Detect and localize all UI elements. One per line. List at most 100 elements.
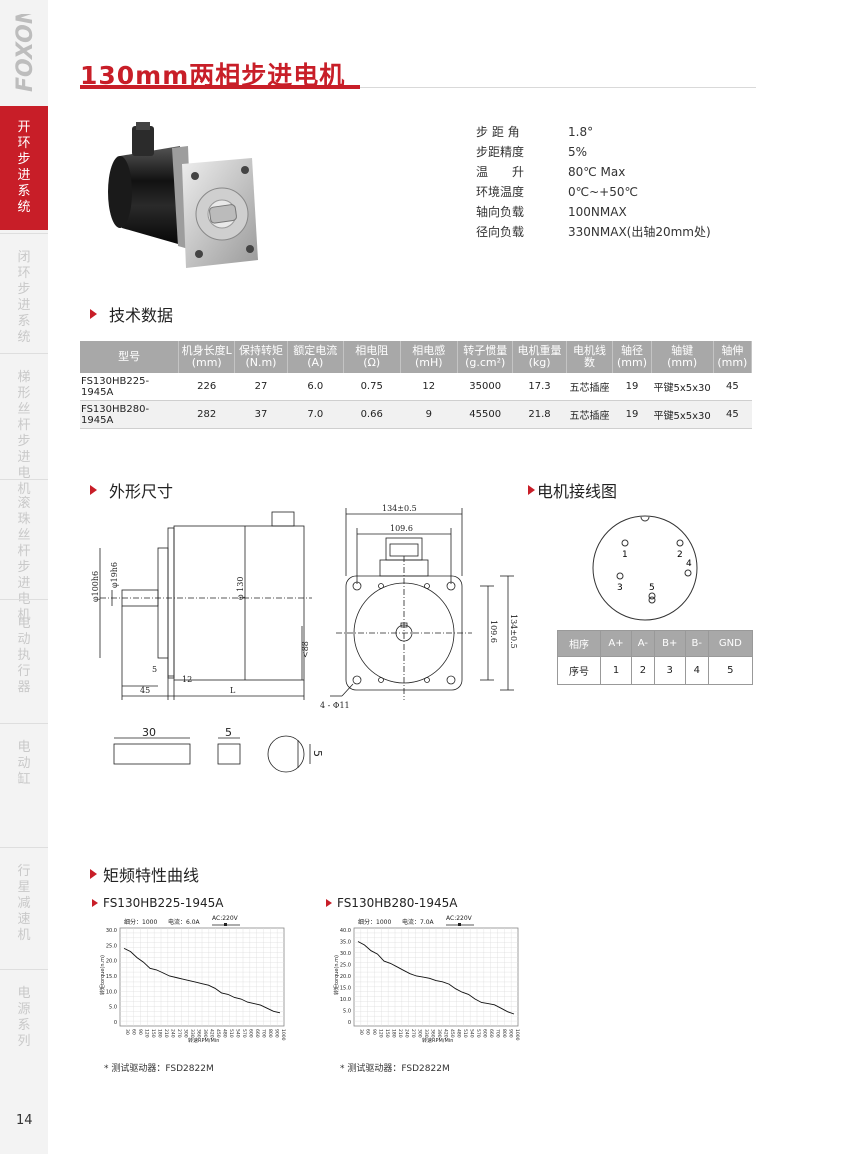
dim-holes-label: 4 - Φ11 bbox=[320, 701, 350, 710]
header-line: (g.cm²) bbox=[465, 356, 506, 369]
spec-key: 环境温度 bbox=[476, 185, 525, 199]
y-tick-label: 15.0 bbox=[340, 986, 351, 992]
pin-number: 1 bbox=[622, 550, 628, 560]
y-tick-label: 30.0 bbox=[106, 928, 117, 934]
pin-hole bbox=[648, 596, 656, 604]
spec-value: 0℃~+50℃ bbox=[568, 185, 638, 199]
pin-table-cell: 4 bbox=[684, 656, 709, 685]
header-line: (mm) bbox=[667, 356, 698, 369]
x-tick-label: 210 bbox=[163, 1029, 169, 1038]
y-tick-label: 20.0 bbox=[340, 974, 351, 980]
x-tick-label: 390 bbox=[202, 1029, 208, 1038]
header-line: (mm) bbox=[616, 356, 647, 369]
header-line: (mm) bbox=[717, 356, 748, 369]
sidebar-item-4[interactable]: 电动执行器 bbox=[0, 602, 48, 720]
table-header-cell: 轴径(mm) bbox=[612, 341, 652, 373]
header-line: (A) bbox=[307, 356, 324, 369]
test-driver-note-2: * 测试驱动器：FSD2822M bbox=[340, 1064, 450, 1074]
table-cell: 35000 bbox=[457, 373, 513, 401]
table-cell: 17.3 bbox=[512, 373, 567, 401]
spec-value: 1.8° bbox=[568, 125, 594, 139]
note-text: 测试驱动器：FSD2822M bbox=[111, 1064, 214, 1074]
spec-row: 温 升 80℃ Max bbox=[476, 162, 711, 182]
spec-key: 径向负载 bbox=[476, 225, 525, 239]
x-tick-label: 330 bbox=[189, 1029, 195, 1038]
pin-table-cell: 2 bbox=[631, 656, 655, 685]
section-wiring: 电机接线图 bbox=[528, 478, 617, 502]
pin-table-cell: A- bbox=[631, 630, 655, 657]
brand-text: FOXON bbox=[13, 14, 38, 92]
section-torque: 矩频特性曲线 bbox=[90, 862, 199, 886]
y-tick-label: 5.0 bbox=[109, 1005, 117, 1011]
x-tick-label: 390 bbox=[436, 1029, 442, 1038]
header-line: 型号 bbox=[118, 350, 141, 363]
header-line: (N.m) bbox=[245, 356, 277, 369]
table-cell: 平键5x5x30 bbox=[651, 373, 714, 401]
triangle-bullet-icon bbox=[90, 869, 97, 879]
table-cell: FS130HB280-1945A bbox=[80, 400, 179, 429]
sidebar-item-5[interactable]: 电动缸 bbox=[0, 726, 48, 844]
section-tech-data: 技术数据 bbox=[90, 302, 173, 326]
pin-table-cell: GND bbox=[707, 630, 754, 657]
chart-1-title: FS130HB225-1945A bbox=[103, 896, 224, 910]
table-cell: 7.0 bbox=[287, 400, 344, 429]
chart-legend-label: AC:220V bbox=[212, 915, 239, 922]
table-header-cell: 电机线数 bbox=[566, 341, 614, 373]
pin-table-cell: 5 bbox=[707, 656, 754, 685]
table-cell: 9 bbox=[400, 400, 458, 429]
table-header-cell: 轴伸(mm) bbox=[713, 341, 753, 373]
pin-hole bbox=[648, 592, 656, 600]
sidebar-item-label: 电动执行器 bbox=[17, 616, 31, 695]
pin-hole bbox=[684, 569, 692, 577]
spec-key: 温 升 bbox=[476, 165, 525, 179]
y-tick-label: 10.0 bbox=[106, 989, 117, 995]
table-cell: 21.8 bbox=[512, 400, 567, 429]
triangle-bullet-icon bbox=[90, 485, 97, 495]
sidebar-item-7[interactable]: 电源系列 bbox=[0, 972, 48, 1090]
table-header-cell: 保持转矩(N.m) bbox=[234, 341, 288, 373]
header-line: 电机线数 bbox=[573, 344, 606, 369]
table-header-cell: 转子惯量(g.cm²) bbox=[457, 341, 514, 373]
foxon-logo: FOXON bbox=[13, 14, 38, 92]
dim-width-134-label: 134±0.5 bbox=[382, 504, 417, 513]
x-tick-label: 300 bbox=[417, 1029, 423, 1038]
x-tick-label: 480 bbox=[222, 1029, 228, 1038]
pin-hole bbox=[621, 539, 629, 547]
pin-table-cell: A+ bbox=[599, 630, 633, 657]
dim-height-1096-label: 109.6 bbox=[489, 620, 498, 643]
table-cell: 282 bbox=[178, 400, 235, 429]
test-driver-note-1: * 测试驱动器：FSD2822M bbox=[104, 1064, 214, 1074]
key-depth-label: 5 bbox=[311, 750, 324, 757]
sidebar-item-2[interactable]: 梯形丝杆步进电机 bbox=[0, 356, 48, 497]
pin-number: 4 bbox=[686, 559, 692, 569]
table-cell: 五芯插座 bbox=[566, 400, 613, 429]
header-line: 轴键 bbox=[671, 344, 694, 357]
spec-key: 轴向负载 bbox=[476, 205, 525, 219]
sidebar-item-3[interactable]: 滚珠丝杆步进电机 bbox=[0, 482, 48, 623]
sidebar-item-0[interactable]: 开环步进系统 bbox=[0, 106, 48, 230]
dim-height-134-label: 134±0.5 bbox=[509, 614, 518, 649]
sidebar-item-label: 行星减速机 bbox=[17, 864, 31, 943]
spec-key: 步距精度 bbox=[476, 145, 525, 159]
x-tick-label: 570 bbox=[241, 1029, 247, 1038]
torque-series-line bbox=[123, 947, 281, 1014]
key-width-label: 5 bbox=[225, 726, 232, 739]
pin-table-cell: B+ bbox=[653, 630, 686, 657]
spec-value: 80℃ Max bbox=[568, 165, 626, 179]
sidebar-item-1[interactable]: 闭环步进系统 bbox=[0, 236, 48, 350]
x-tick-label: 210 bbox=[397, 1029, 403, 1038]
x-tick-label: 1000 bbox=[514, 1029, 520, 1041]
triangle-bullet-icon bbox=[326, 899, 332, 907]
pin-table-head: 序号 bbox=[557, 656, 601, 685]
table-cell: FS130HB225-1945A bbox=[80, 373, 179, 401]
y-tick-label: 0 bbox=[114, 1020, 117, 1026]
table-cell: 27 bbox=[234, 373, 288, 401]
header-line: 保持转矩 bbox=[238, 344, 283, 357]
key-length-label: 30 bbox=[142, 726, 156, 739]
section-dimension-title: 外形尺寸 bbox=[109, 482, 174, 501]
sidebar-item-6[interactable]: 行星减速机 bbox=[0, 850, 48, 966]
x-tick-label: 420 bbox=[209, 1029, 215, 1038]
